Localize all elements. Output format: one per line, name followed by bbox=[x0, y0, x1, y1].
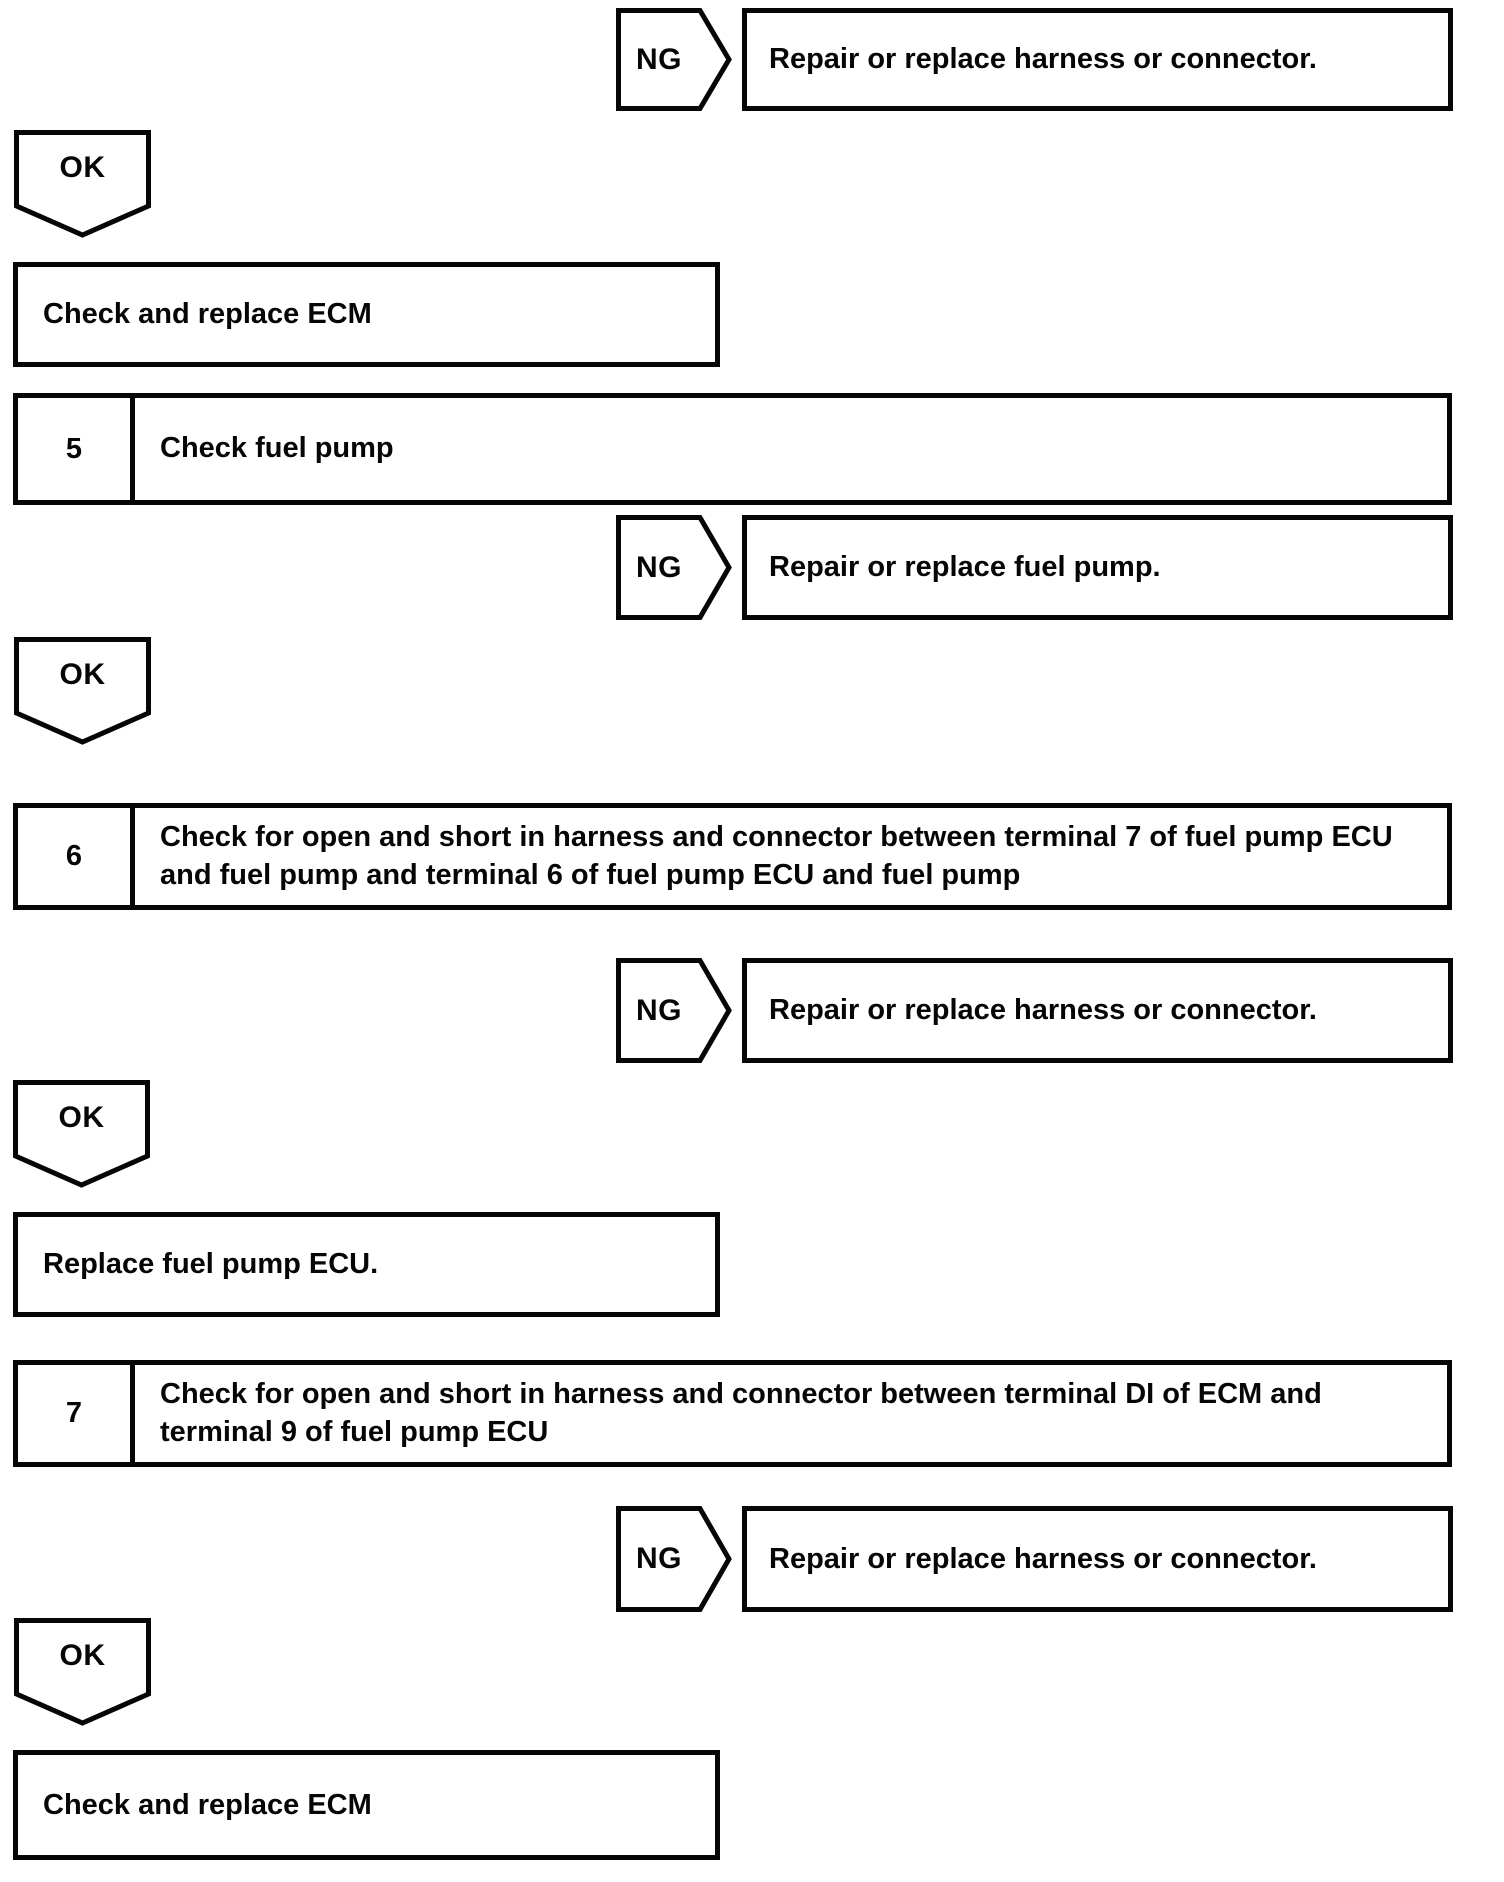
ng-label: NG bbox=[636, 993, 682, 1027]
action-text: Replace fuel pump ECU. bbox=[43, 1248, 379, 1280]
step-number: 6 bbox=[18, 808, 135, 905]
ng-badge-2: NG bbox=[616, 515, 732, 620]
ok-pentagon-icon bbox=[13, 1080, 150, 1188]
action-box-replace-fuel-pump-ecu: Replace fuel pump ECU. bbox=[13, 1212, 720, 1317]
ng-pentagon-icon bbox=[616, 1506, 732, 1612]
ng-result-box-2: Repair or replace fuel pump. bbox=[742, 515, 1453, 620]
ok-pentagon-icon bbox=[14, 130, 151, 238]
step-box-5: 5 Check fuel pump bbox=[13, 393, 1452, 505]
step-box-7: 7 Check for open and short in harness an… bbox=[13, 1360, 1452, 1467]
action-box-check-replace-ecm-2: Check and replace ECM bbox=[13, 1750, 720, 1860]
ng-result-box-4: Repair or replace harness or connector. bbox=[742, 1506, 1453, 1612]
ng-result-text: Repair or replace fuel pump. bbox=[769, 551, 1161, 583]
step-instruction: Check for open and short in harness and … bbox=[160, 821, 1393, 891]
action-box-check-replace-ecm-1: Check and replace ECM bbox=[13, 262, 720, 367]
ok-badge-3: OK bbox=[13, 1080, 150, 1188]
step-number: 5 bbox=[18, 398, 135, 500]
step-instruction: Check for open and short in harness and … bbox=[160, 1378, 1322, 1448]
ok-pentagon-icon bbox=[14, 637, 151, 745]
ok-badge-2: OK bbox=[14, 637, 151, 745]
ng-result-box-1: Repair or replace harness or connector. bbox=[742, 8, 1453, 111]
ng-label: NG bbox=[636, 550, 682, 584]
ng-result-text: Repair or replace harness or connector. bbox=[769, 994, 1317, 1026]
ng-result-text: Repair or replace harness or connector. bbox=[769, 1542, 1317, 1575]
ok-label: OK bbox=[59, 151, 106, 184]
action-text: Check and replace ECM bbox=[43, 298, 372, 330]
ng-label: NG bbox=[636, 42, 682, 76]
ng-badge-3: NG bbox=[616, 958, 732, 1063]
ng-label: NG bbox=[636, 1542, 682, 1575]
action-text: Check and replace ECM bbox=[43, 1788, 372, 1821]
ok-label: OK bbox=[59, 1639, 106, 1672]
ng-pentagon-icon bbox=[616, 8, 732, 111]
ng-badge-1: NG bbox=[616, 8, 732, 111]
step-number: 7 bbox=[18, 1365, 135, 1462]
step-box-6: 6 Check for open and short in harness an… bbox=[13, 803, 1452, 910]
ng-pentagon-icon bbox=[616, 958, 732, 1063]
ok-badge-1: OK bbox=[14, 130, 151, 238]
ok-pentagon-icon bbox=[14, 1618, 151, 1726]
ng-badge-4: NG bbox=[616, 1506, 732, 1612]
ng-pentagon-icon bbox=[616, 515, 732, 620]
ok-badge-4: OK bbox=[14, 1618, 151, 1726]
ok-label: OK bbox=[58, 1101, 105, 1134]
ok-label: OK bbox=[59, 658, 106, 691]
step-instruction: Check fuel pump bbox=[160, 432, 394, 465]
ng-result-text: Repair or replace harness or connector. bbox=[769, 43, 1317, 75]
ng-result-box-3: Repair or replace harness or connector. bbox=[742, 958, 1453, 1063]
